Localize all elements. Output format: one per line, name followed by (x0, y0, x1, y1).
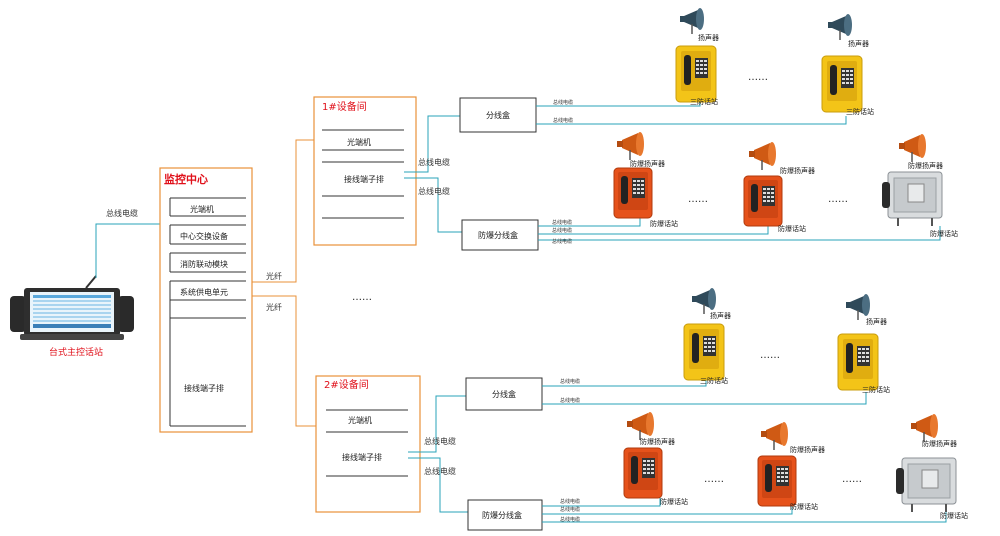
room2-horn-b-label: 扬声器 (866, 317, 887, 326)
room1-small-1: 总线电缆 (553, 99, 573, 106)
room1-title: 1#设备间 (322, 100, 367, 113)
room2-item-1: 接线端子排 (342, 452, 382, 462)
mc-item-3: 系统供电单元 (180, 287, 228, 297)
room2-exstation1-label: 防爆话站 (660, 497, 688, 506)
room1-ex-lines (538, 214, 941, 241)
room2-bus-lines (408, 395, 468, 513)
room2-exhorn1-icon (626, 411, 655, 441)
room1-station-a-icon (675, 45, 717, 103)
room1-station-a-label: 三防话站 (690, 97, 718, 106)
room1-dots-a: …… (748, 72, 768, 83)
room1-ex-small-3: 总线电缆 (552, 238, 572, 245)
console-link-line (95, 223, 160, 278)
mc-item-4: 接线端子排 (184, 383, 224, 393)
room1-dots-b: …… (688, 194, 708, 205)
room1-dots-c: …… (828, 194, 848, 205)
desktop-console-icon (10, 275, 134, 340)
room2-ex-small-1: 总线电缆 (560, 498, 580, 505)
fiber-label-top: 光纤 (266, 271, 282, 281)
console-cable-label: 总线电缆 (106, 208, 138, 218)
room2-dots-c: …… (842, 474, 862, 485)
room1-horn-b-label: 扬声器 (848, 39, 869, 48)
room2-exhorn3-icon (910, 413, 939, 443)
room2-horn-a-label: 扬声器 (710, 311, 731, 320)
room1-splitter-label: 分线盒 (486, 110, 510, 120)
middle-ellipsis: …… (352, 292, 372, 303)
room2-station-a-label: 三防话站 (700, 376, 728, 385)
room2-station-b-label: 三防话站 (862, 385, 890, 394)
room2-exstation2-label: 防爆话站 (790, 502, 818, 511)
room1-rows (322, 129, 404, 219)
monitor-center-rows (169, 197, 246, 427)
room2-exhorn1-label: 防爆扬声器 (640, 437, 675, 446)
room1-exhorn2-label: 防爆扬声器 (780, 166, 815, 175)
room1-station-b-label: 三防话站 (846, 107, 874, 116)
room2-title: 2#设备间 (324, 378, 369, 391)
room1-bus-lines (404, 115, 462, 233)
room2-small-1: 总线电缆 (560, 378, 580, 385)
room2-dots-a: …… (760, 350, 780, 361)
room1-exstation2-icon (743, 175, 783, 227)
room1-bus-label-1: 总线电缆 (418, 186, 450, 196)
mc-item-0: 光端机 (190, 204, 214, 214)
room2-exstation1-icon (623, 447, 663, 499)
fiber-lines (252, 139, 318, 427)
room1-exhorn3-label: 防爆扬声器 (908, 161, 943, 170)
room1-exhorn1-label: 防爆扬声器 (630, 159, 665, 168)
room1-box (313, 96, 417, 246)
room2-splitter-label: 分线盒 (492, 389, 516, 399)
room1-exstation2-label: 防爆话站 (778, 224, 806, 233)
room1-ex-splitter-label: 防爆分线盒 (478, 230, 518, 240)
room2-box (315, 375, 421, 513)
room2-bus-label-1: 总线电缆 (424, 466, 456, 476)
room2-exhorn2-label: 防爆扬声器 (790, 445, 825, 454)
monitor-center-title: 监控中心 (164, 172, 208, 186)
room1-small-2: 总线电缆 (553, 117, 573, 124)
room2-horn-a-icon (691, 287, 717, 315)
room2-horn-b-icon (845, 293, 871, 321)
room1-exhorn3-icon (898, 133, 927, 163)
mc-item-2: 消防联动模块 (180, 259, 228, 269)
room1-item-1: 接线端子排 (344, 174, 384, 184)
room1-ex-splitter-box (461, 219, 539, 251)
room2-exstation3-label: 防爆话站 (940, 511, 968, 520)
fiber-label-bottom: 光纤 (266, 302, 282, 312)
room2-ex-splitter-label: 防爆分线盒 (482, 510, 522, 520)
room2-item-0: 光端机 (348, 415, 372, 425)
room1-item-0: 光端机 (347, 137, 371, 147)
room2-exstation2-icon (757, 455, 797, 507)
room2-rows (326, 409, 408, 477)
room2-ex-small-3: 总线电缆 (560, 516, 580, 523)
console-label: 台式主控话站 (49, 346, 103, 358)
room2-small-2: 总线电缆 (560, 397, 580, 404)
room2-station-b-icon (837, 333, 879, 391)
room1-ex-small-2: 总线电缆 (552, 227, 572, 234)
room2-ex-small-2: 总线电缆 (560, 506, 580, 513)
room2-splitter-box (465, 377, 543, 411)
mc-item-1: 中心交换设备 (180, 231, 228, 241)
room2-ex-lines (542, 494, 947, 523)
room1-exstation3-icon (881, 171, 943, 227)
room2-ex-splitter-box (467, 499, 543, 531)
room2-dots-b: …… (704, 474, 724, 485)
room1-station-b-icon (821, 55, 863, 113)
room1-horn-b-icon (827, 13, 853, 41)
room1-splitter-box (459, 97, 537, 133)
room1-horn-a-label: 扬声器 (698, 33, 719, 42)
room2-splitter-lines (542, 378, 867, 405)
room2-bus-label-0: 总线电缆 (424, 436, 456, 446)
room1-exhorn1-icon (616, 131, 645, 161)
room2-station-a-icon (683, 323, 725, 381)
room1-ex-small-1: 总线电缆 (552, 219, 572, 226)
room1-exstation1-label: 防爆话站 (650, 219, 678, 228)
room1-horn-a-icon (679, 7, 705, 35)
room1-bus-label-0: 总线电缆 (418, 157, 450, 167)
room1-exstation3-label: 防爆话站 (930, 229, 958, 238)
room1-exhorn2-icon (748, 141, 777, 171)
room2-exhorn2-icon (760, 421, 789, 451)
room2-exhorn3-label: 防爆扬声器 (922, 439, 957, 448)
room2-exstation3-icon (895, 457, 957, 513)
room1-exstation1-icon (613, 167, 653, 219)
